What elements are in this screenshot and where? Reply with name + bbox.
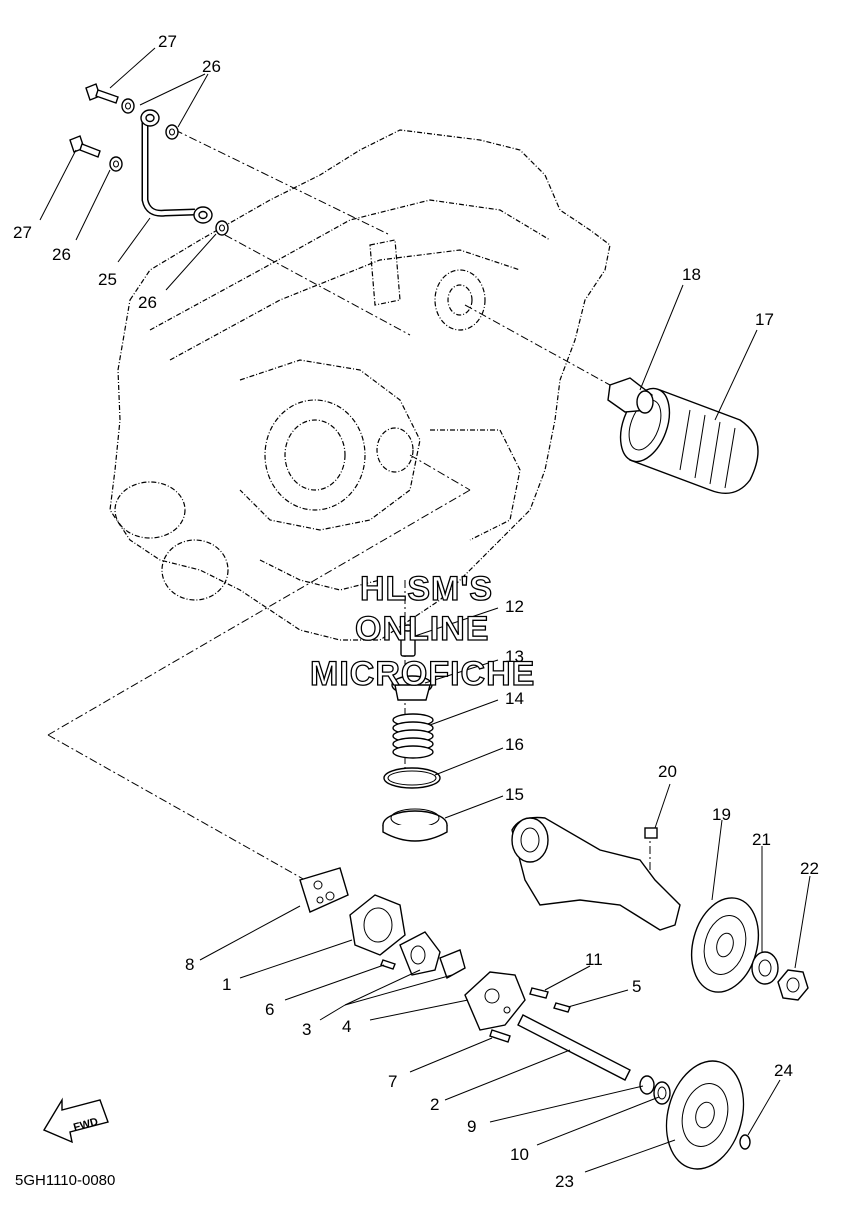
callout-5: 5 [632,977,641,996]
callout-19: 19 [712,805,731,824]
callout-3: 3 [302,1020,311,1039]
callout-22: 22 [800,859,819,878]
watermark-line-1: HLSM'S [360,570,493,608]
callout-21: 21 [752,830,771,849]
callout-9: 9 [467,1117,476,1136]
gear-23 [665,1060,745,1170]
callout-numbers: 27 26 27 26 25 26 18 17 12 13 14 16 15 2… [13,32,819,1191]
callout-15: 15 [505,785,524,804]
callout-6: 6 [265,1000,274,1019]
gear-19 [690,897,760,993]
callout-8: 8 [185,955,194,974]
fwd-arrow-icon: FWD [42,1097,109,1144]
callout-1: 1 [222,975,231,994]
callout-27-top: 27 [158,32,177,51]
callout-26-top: 26 [202,57,221,76]
callout-13: 13 [505,647,524,666]
callout-10: 10 [510,1145,529,1164]
leader-lines [39,47,811,1173]
callout-24: 24 [774,1061,793,1080]
center-lines [47,129,651,900]
watermark: HLSM'S ONLINE MICROFICHE [309,569,535,693]
circlip-24 [739,1134,751,1150]
watermark-line-2: ONLINE [355,610,489,648]
pump-housing [511,816,681,931]
callout-20: 20 [658,762,677,781]
callout-12: 12 [505,597,524,616]
callout-27-left: 27 [13,223,32,242]
callout-11: 11 [585,950,603,969]
oil-pump-parts [299,867,631,1081]
watermark-line-3: MICROFICHE [310,655,535,693]
callout-14: 14 [505,689,524,708]
callout-25: 25 [98,270,117,289]
washer-10 [653,1081,671,1105]
callout-17: 17 [755,310,774,329]
union-bolt [607,377,654,414]
relief-valve-parts [382,624,448,842]
crankcase-outline [109,129,611,641]
washer-21 [751,951,779,985]
drawing-code: 5GH1110-0080 [15,1172,115,1189]
callout-23: 23 [555,1172,574,1191]
oil-pipe-assembly [69,83,229,236]
callout-26-left: 26 [52,245,71,264]
callout-2: 2 [430,1095,439,1114]
callout-4: 4 [342,1017,351,1036]
nut-22 [777,969,809,1001]
callout-18: 18 [682,265,701,284]
callout-16: 16 [505,735,524,754]
circlip-9 [639,1075,655,1095]
callout-7: 7 [388,1072,397,1091]
callout-26-lower: 26 [138,293,157,312]
